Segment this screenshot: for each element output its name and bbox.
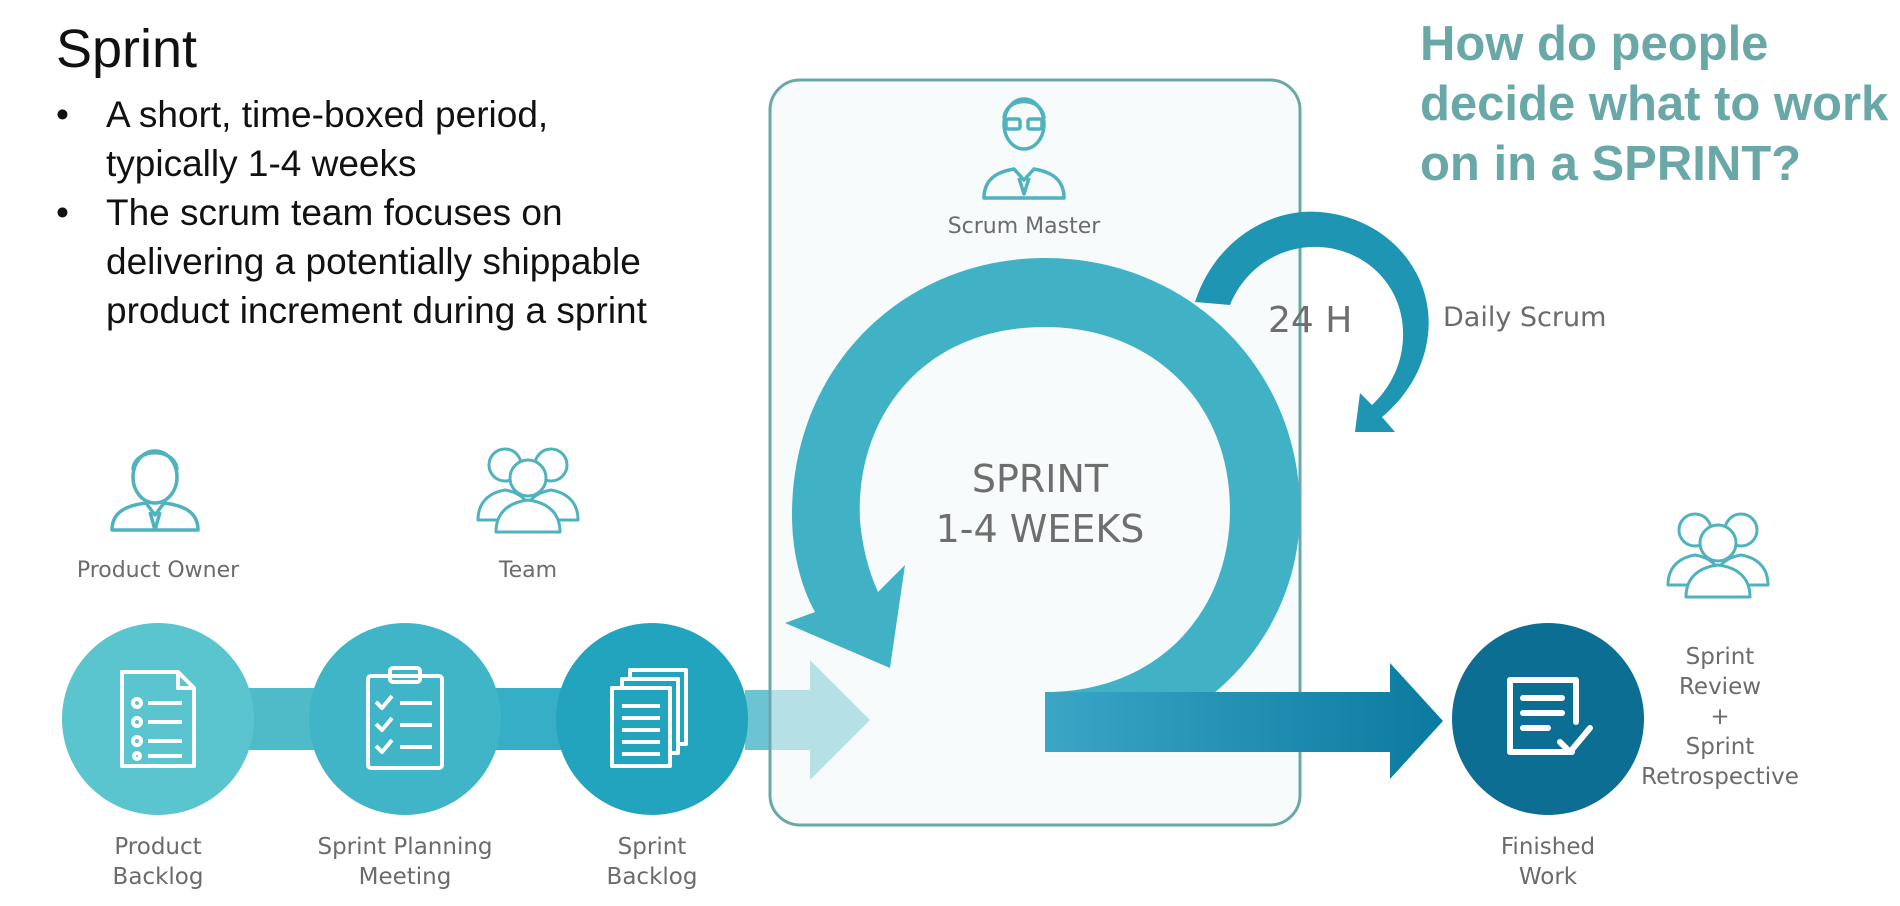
label-line: Backlog: [606, 864, 698, 890]
sprint-cycle-title: SPRINT: [971, 457, 1109, 501]
out-arrow: [1045, 663, 1443, 779]
finished-work-circle: [1452, 623, 1644, 815]
label-line: Backlog: [112, 864, 204, 890]
label-line: Meeting: [358, 864, 452, 890]
label-line: Retrospective: [1641, 764, 1799, 790]
label-line: +: [1710, 704, 1730, 730]
document-check-icon: [1507, 677, 1593, 755]
product-owner-label: Product Owner: [76, 558, 240, 583]
bullet-list: A short, time-boxed period, typically 1-…: [56, 90, 676, 335]
label-line: Work: [1518, 864, 1578, 890]
label-line: Sprint Planning: [317, 834, 493, 860]
scrum-master-icon: [982, 97, 1066, 200]
sprint-cycle-duration: 1-4 WEEKS: [935, 507, 1145, 551]
label-line: Sprint: [617, 834, 687, 860]
slide-title: Sprint: [56, 19, 198, 79]
sprint-frame: [768, 78, 1302, 827]
label-line: Finished: [1500, 834, 1596, 860]
sprint-cycle-text: SPRINT 1-4 WEEKS: [890, 454, 1190, 554]
product-backlog-circle: [62, 623, 254, 815]
question-heading: How do people decide what to work on in …: [1420, 17, 1889, 191]
label-line: Product: [114, 834, 202, 860]
review-retro-label: Sprint Review + Sprint Retrospective: [1630, 642, 1810, 792]
scrum-master-label: Scrum Master: [947, 214, 1101, 239]
sprint-planning-label: Sprint Planning Meeting: [290, 832, 520, 892]
sprint-planning-circle: [309, 623, 501, 815]
team-label: Team: [498, 558, 558, 583]
finished-work-label: Finished Work: [1448, 832, 1648, 892]
bullet-item: The scrum team focuses on delivering a p…: [56, 188, 676, 335]
daily-scrum-arrow: [1195, 211, 1429, 432]
stacked-documents-icon: [610, 668, 688, 768]
bullet-item: A short, time-boxed period, typically 1-…: [56, 90, 676, 188]
sprint-backlog-label: Sprint Backlog: [552, 832, 752, 892]
team-icon: [476, 447, 580, 534]
product-owner-icon: [110, 449, 200, 532]
label-line: Sprint: [1685, 644, 1755, 670]
label-line: Sprint: [1685, 734, 1755, 760]
review-team-icon: [1666, 512, 1770, 599]
daily-scrum-label: Daily Scrum: [1443, 302, 1607, 333]
product-backlog-label: Product Backlog: [58, 832, 258, 892]
clipboard-checklist-icon: [366, 666, 444, 770]
document-list-icon: [120, 670, 196, 768]
label-line: Review: [1678, 674, 1762, 700]
daily-cycle-text: 24 H: [1268, 300, 1353, 341]
